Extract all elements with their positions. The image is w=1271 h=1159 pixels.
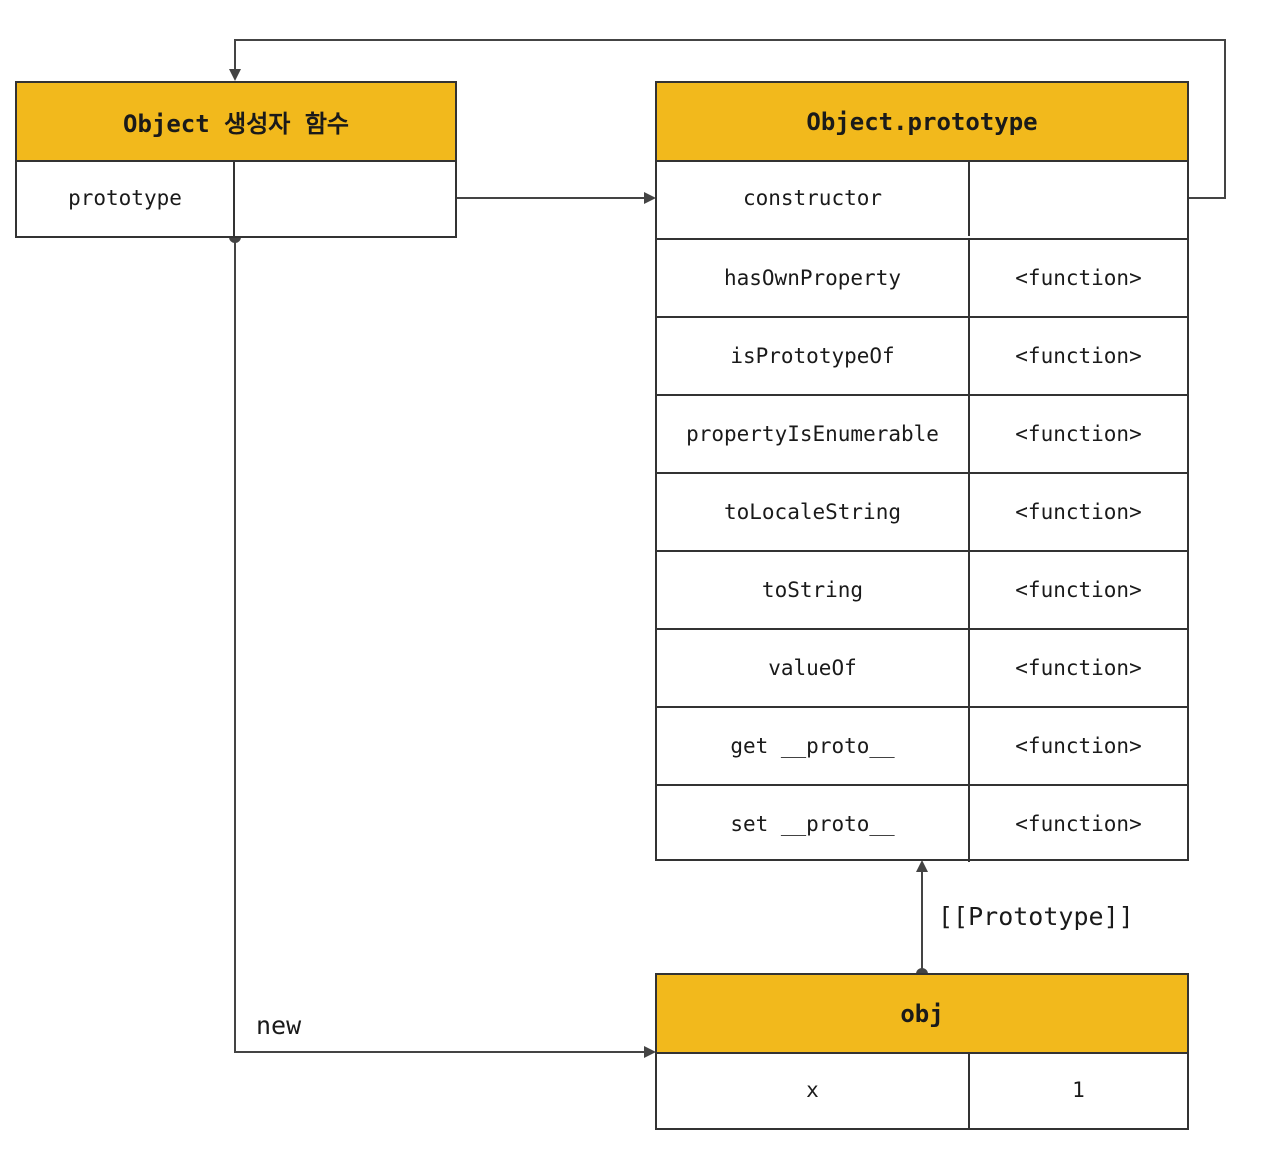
proto-row: set __proto__ <function> <box>657 784 1187 862</box>
proto-row-value: <function> <box>1015 812 1142 836</box>
proto-row-value: <function> <box>1015 422 1142 446</box>
edge-new-to-obj <box>234 237 656 1058</box>
proto-row-value: <function> <box>1015 500 1142 524</box>
proto-row-value: <function> <box>1015 344 1142 368</box>
proto-row-key: valueOf <box>657 630 970 706</box>
ctor-row-key: prototype <box>17 160 235 236</box>
proto-row-key: toString <box>657 552 970 628</box>
proto-row-value: <function> <box>1015 266 1142 290</box>
proto-box-title: Object.prototype <box>657 83 1187 162</box>
ctor-row: prototype <box>17 160 455 236</box>
proto-row-value: <function> <box>1015 656 1142 680</box>
proto-row-key: propertyIsEnumerable <box>657 396 970 472</box>
prototype-link-label: [[Prototype]] <box>938 902 1134 931</box>
proto-row: hasOwnProperty <function> <box>657 238 1187 316</box>
proto-row: toLocaleString <function> <box>657 472 1187 550</box>
proto-row-key: hasOwnProperty <box>657 240 970 316</box>
obj-box: obj x 1 <box>655 973 1189 1130</box>
proto-row-key: isPrototypeOf <box>657 318 970 394</box>
proto-row-value <box>970 160 1187 236</box>
proto-row-value: <function> <box>1015 734 1142 758</box>
proto-row-key: constructor <box>657 160 970 236</box>
proto-row: constructor <box>657 160 1187 236</box>
proto-row: toString <function> <box>657 550 1187 628</box>
obj-row: x 1 <box>657 1052 1187 1128</box>
obj-box-title: obj <box>657 975 1187 1054</box>
proto-row-key: toLocaleString <box>657 474 970 550</box>
proto-row-key: get __proto__ <box>657 708 970 784</box>
proto-row: valueOf <function> <box>657 628 1187 706</box>
proto-row-key: set __proto__ <box>657 786 970 862</box>
ctor-box: Object 생성자 함수 prototype <box>15 81 457 238</box>
proto-row: isPrototypeOf <function> <box>657 316 1187 394</box>
new-label: new <box>256 1011 302 1040</box>
ctor-row-value <box>235 160 455 236</box>
proto-row-value: <function> <box>1015 578 1142 602</box>
proto-row: get __proto__ <function> <box>657 706 1187 784</box>
ctor-box-title: Object 생성자 함수 <box>17 83 455 162</box>
obj-row-value: 1 <box>1072 1078 1085 1102</box>
proto-row: propertyIsEnumerable <function> <box>657 394 1187 472</box>
obj-row-key: x <box>657 1052 970 1128</box>
